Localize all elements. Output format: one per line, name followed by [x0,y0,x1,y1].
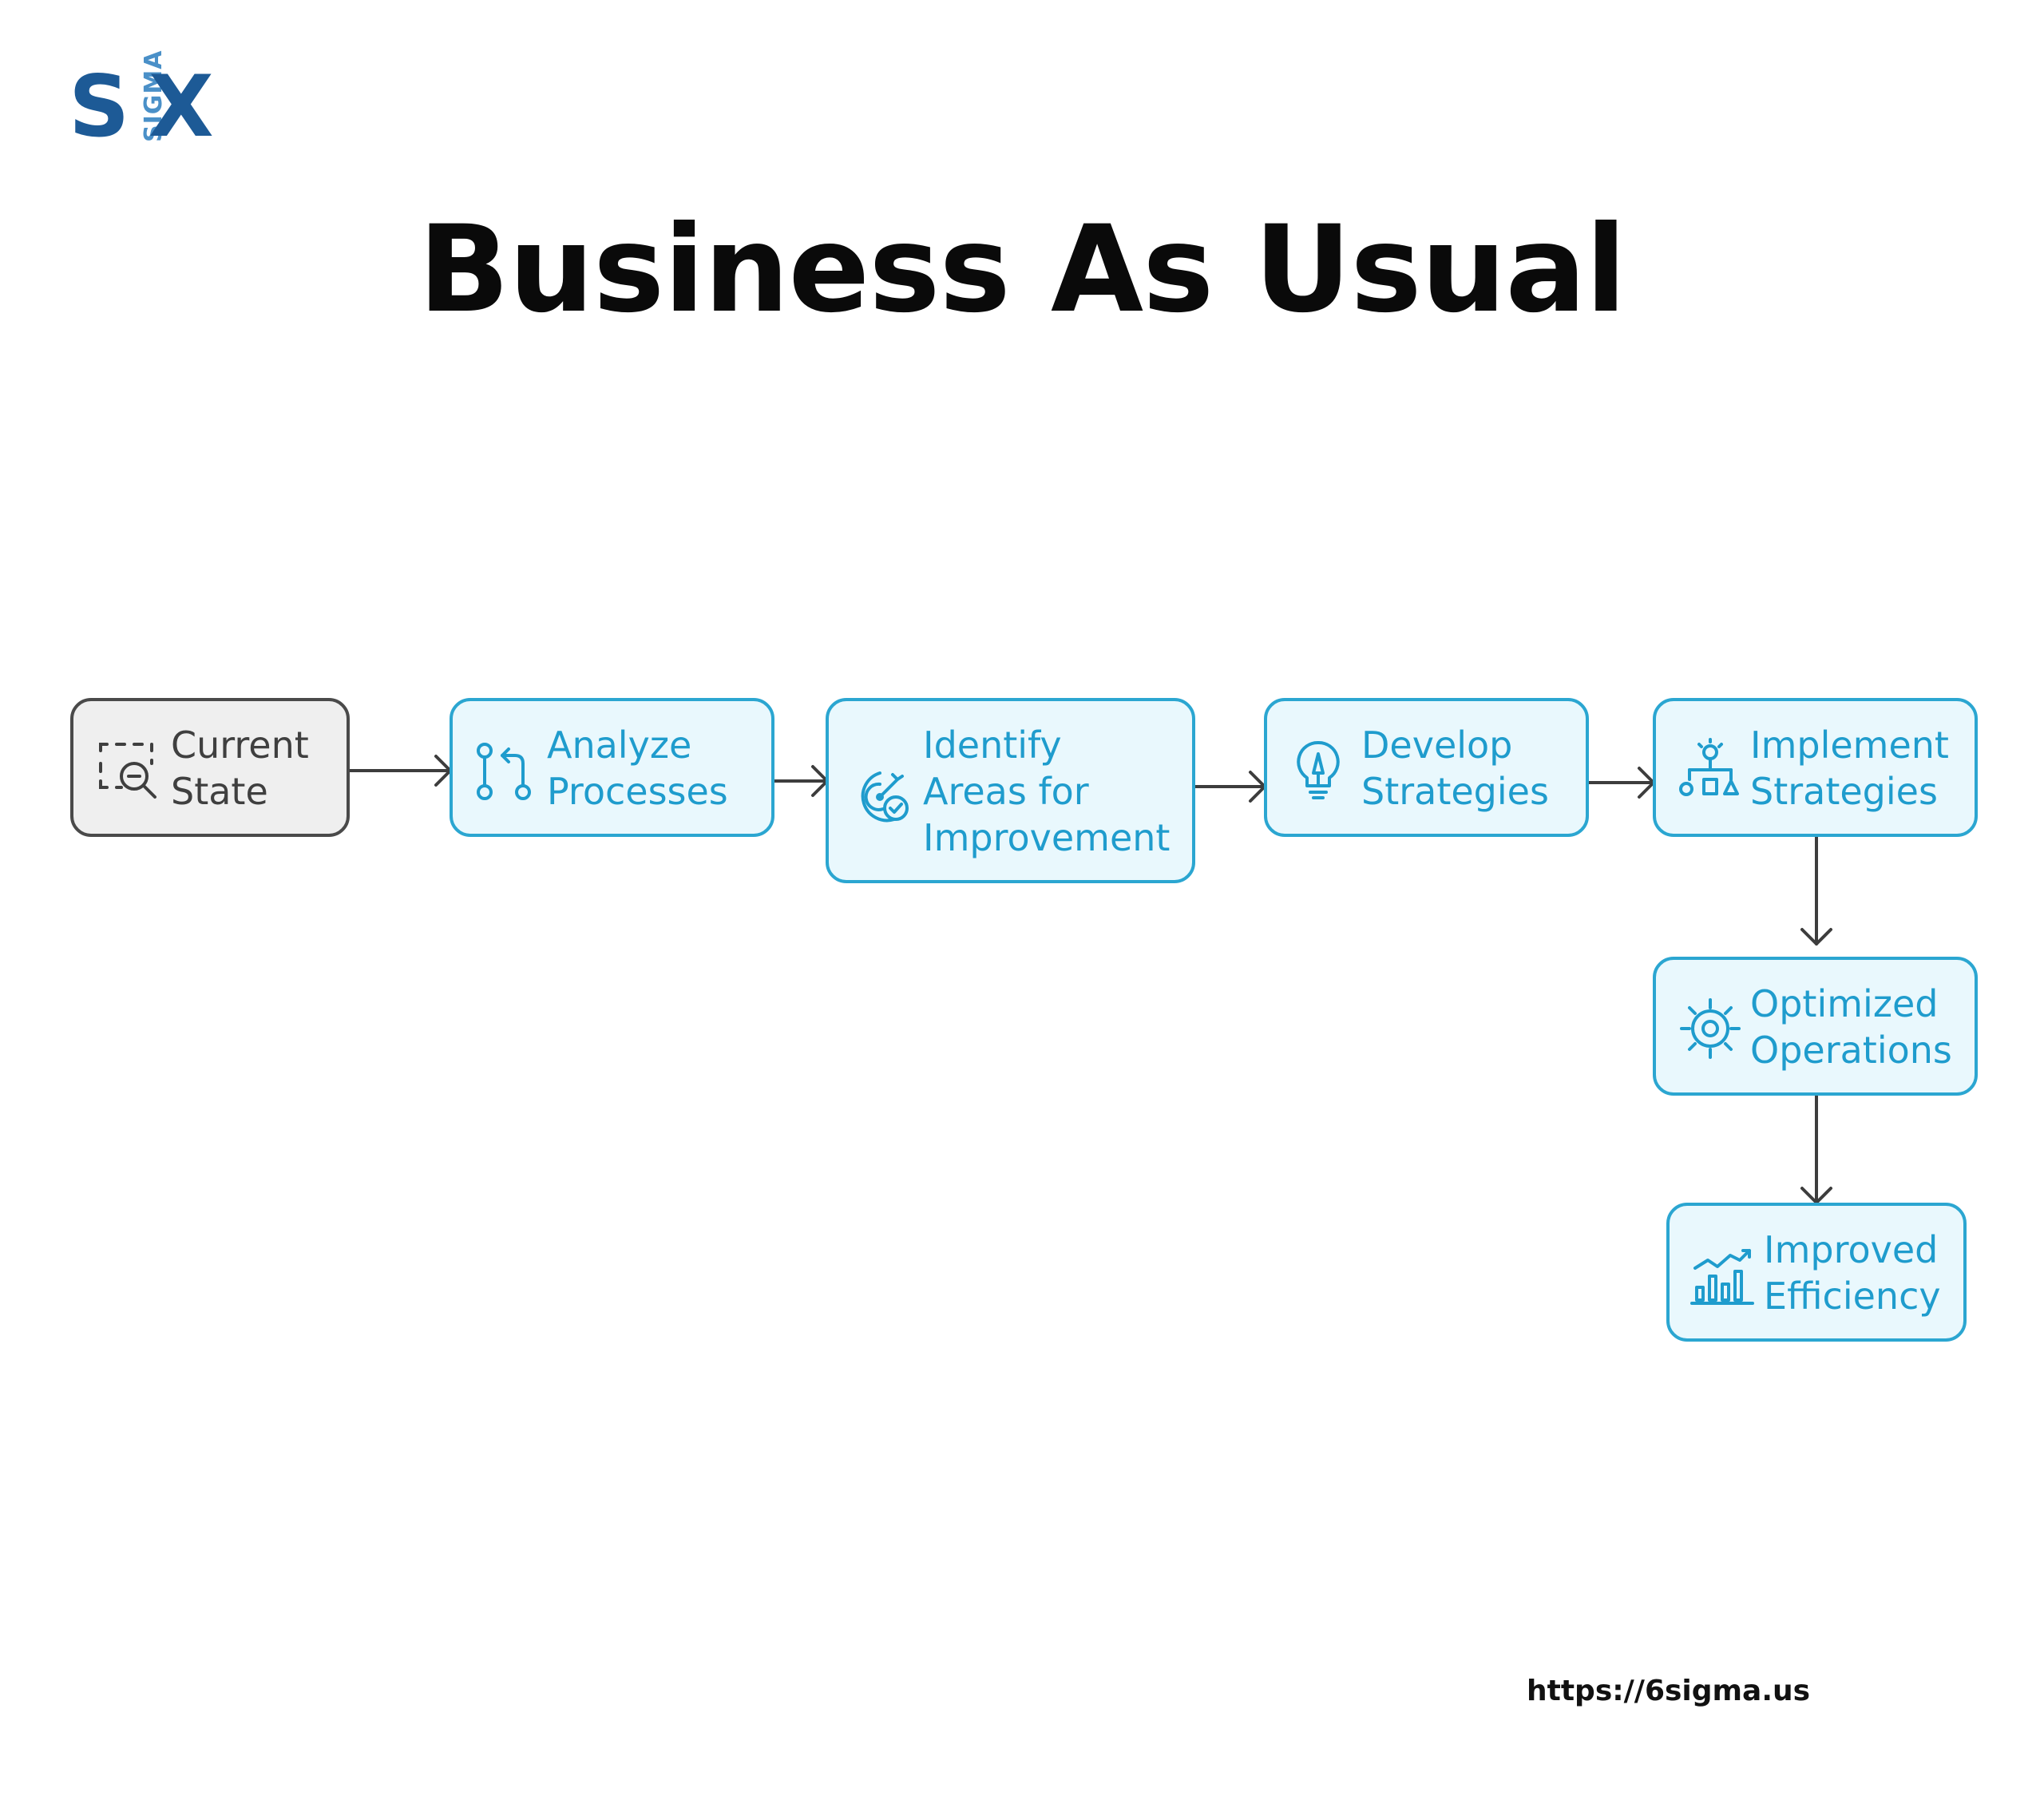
logo-letter-s: S [69,57,130,156]
growth-chart-icon [1690,1244,1754,1308]
arrow-current-to-analyze [347,755,452,787]
arrow-develop-to-implement [1586,767,1655,799]
node-label: Improved Efficiency [1764,1228,1941,1318]
node-analyze-processes: Analyze Processes [450,698,774,837]
lightbulb-pen-icon [1286,738,1350,802]
node-label: Implement Strategies [1750,724,1949,813]
arrow-analyze-to-identify [772,765,829,797]
node-develop-strategies: Develop Strategies [1264,698,1589,837]
node-optimized-operations: Optimized Operations [1653,957,1978,1096]
footer-url[interactable]: https://6sigma.us [1527,1675,1811,1707]
arrow-identify-to-develop [1193,771,1266,803]
node-identify-areas: Identify Areas for Improvement [826,698,1195,883]
node-current-state: Current State [70,698,350,837]
node-label: Analyze Processes [547,724,728,813]
git-compare-icon [470,739,534,803]
node-improved-efficiency: Improved Efficiency [1666,1203,1967,1342]
gear-icon [1678,997,1742,1061]
node-label: Identify Areas for Improvement [923,724,1171,859]
target-check-icon [848,765,912,829]
page-title: Business As Usual [418,200,1626,339]
search-zoom-out-icon [96,739,160,803]
node-label: Optimized Operations [1750,982,1952,1072]
node-label: Develop Strategies [1361,724,1549,813]
arrow-optimized-to-efficiency [1800,1094,1832,1204]
idea-hierarchy-icon [1678,738,1742,802]
logo: S SIGMA X [69,50,220,156]
node-implement-strategies: Implement Strategies [1653,698,1978,837]
arrow-implement-to-optimized [1800,835,1832,946]
logo-letter-x: X [149,57,214,156]
node-label: Current State [171,724,309,813]
